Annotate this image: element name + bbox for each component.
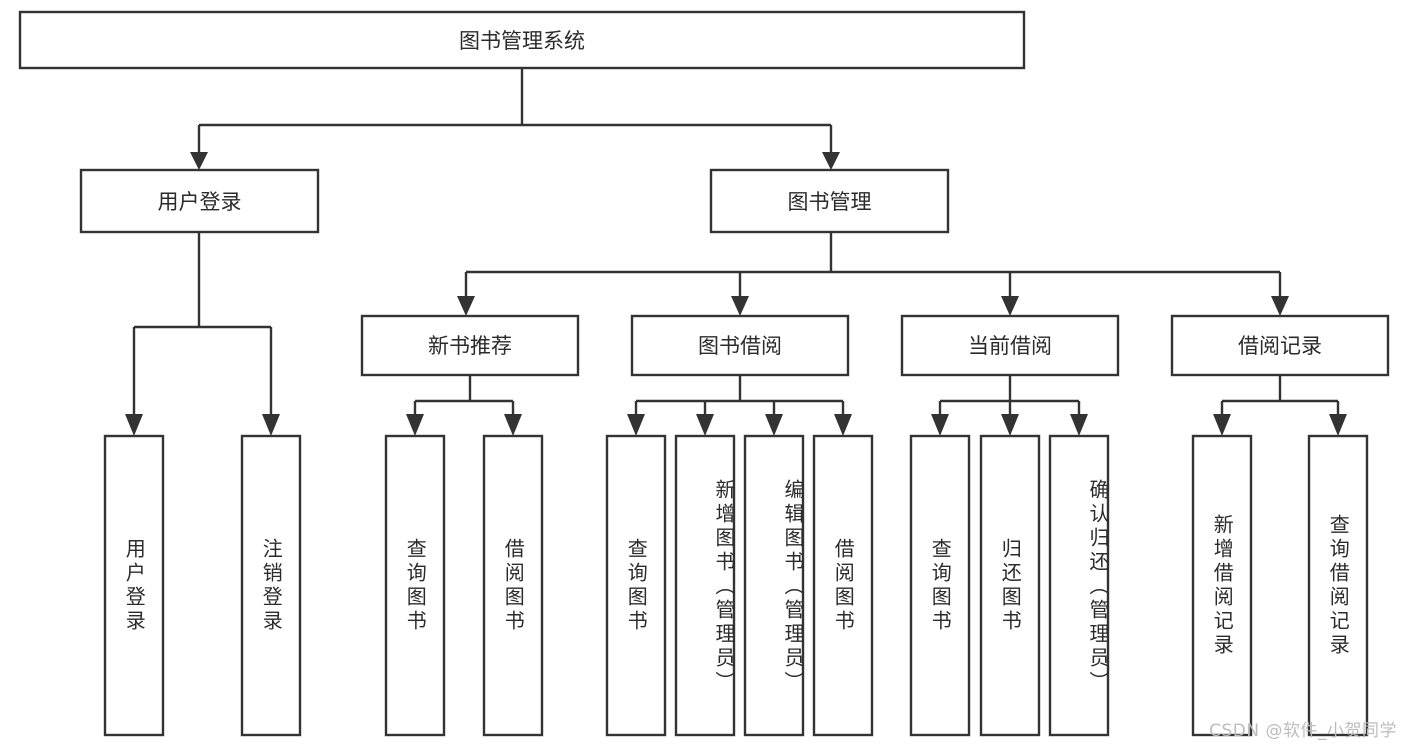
node-root[interactable] [18, 10, 1026, 70]
connector-group-book-borrow [627, 375, 852, 436]
node-leaf-query-book-3[interactable] [909, 434, 971, 737]
arrowhead-leaf-query-record [1329, 414, 1347, 436]
node-leaf-return-book[interactable] [979, 434, 1041, 737]
arrowhead-leaf-return-book [1001, 414, 1019, 436]
node-leaf-borrow-book-2[interactable] [812, 434, 874, 737]
node-leaf-query-book-2[interactable] [605, 434, 667, 737]
arrowhead-leaf-add-book [696, 414, 714, 436]
node-leaf-query-record[interactable] [1307, 434, 1369, 737]
arrowhead-leaf-user-login [125, 414, 143, 436]
arrowhead-leaf-edit-book [765, 414, 783, 436]
node-leaf-query-book-1[interactable] [384, 434, 446, 737]
node-new-book-rec-label: 新书推荐 [428, 334, 512, 358]
arrowhead-leaf-query-book-1 [406, 414, 424, 436]
arrowhead-new-book-rec [457, 296, 475, 316]
arrowhead-current-borrow [1001, 296, 1019, 316]
arrowhead-user-login [190, 152, 208, 170]
node-leaf-borrow-book-1[interactable] [482, 434, 544, 737]
node-book-manage[interactable] [709, 168, 950, 234]
arrowhead-leaf-query-book-3 [931, 414, 949, 436]
node-leaf-edit-book[interactable] [743, 434, 805, 737]
node-current-borrow[interactable] [900, 314, 1120, 377]
node-root-label: 图书管理系统 [459, 29, 585, 53]
node-leaf-confirm-return[interactable] [1048, 434, 1110, 737]
node-borrow-record[interactable] [1170, 314, 1390, 377]
arrowhead-leaf-borrow-book-1 [504, 414, 522, 436]
node-borrow-record-label: 借阅记录 [1238, 334, 1322, 358]
node-leaf-add-book[interactable] [674, 434, 736, 737]
node-user-login-label: 用户登录 [158, 190, 242, 214]
connector-group-root [190, 68, 840, 170]
csdn-watermark: CSDN @软件_小贺同学 [1209, 721, 1397, 741]
connector-group-book-manage [457, 232, 1289, 316]
arrowhead-leaf-add-record [1213, 414, 1231, 436]
connector-group-user-login [125, 232, 280, 436]
arrowhead-book-borrow [731, 296, 749, 316]
node-book-manage-label: 图书管理 [788, 190, 872, 214]
connector-group-borrow-record [1213, 375, 1347, 436]
node-new-book-rec[interactable] [360, 314, 580, 377]
connector-group-new-book-rec [406, 375, 522, 436]
node-user-login[interactable] [79, 168, 320, 234]
connector-group-current-borrow [931, 375, 1088, 436]
node-leaf-add-record[interactable] [1191, 434, 1253, 737]
node-leaf-logout[interactable] [240, 434, 302, 737]
node-leaf-user-login[interactable] [103, 434, 165, 737]
node-book-borrow-label: 图书借阅 [698, 334, 782, 358]
node-book-borrow[interactable] [630, 314, 850, 377]
arrowhead-leaf-confirm-return [1070, 414, 1088, 436]
arrowhead-leaf-query-book-2 [627, 414, 645, 436]
arrowhead-borrow-record [1271, 296, 1289, 316]
node-current-borrow-label: 当前借阅 [968, 334, 1052, 358]
arrowhead-leaf-borrow-book-2 [834, 414, 852, 436]
arrowhead-book-manage [822, 152, 840, 170]
arrowhead-leaf-logout [262, 414, 280, 436]
